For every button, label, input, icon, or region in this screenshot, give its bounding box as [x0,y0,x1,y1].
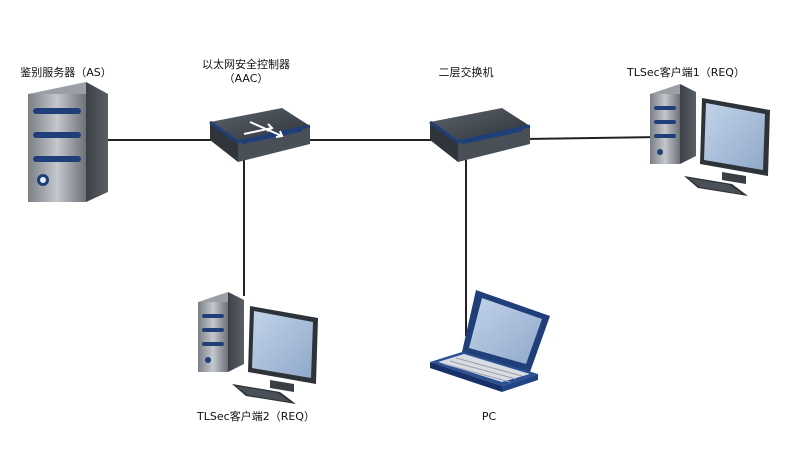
as-server-label: 鉴别服务器（AS） [20,66,112,79]
server-icon[interactable] [28,82,108,202]
ethernet-switch-icon[interactable] [209,108,311,162]
desktop-computer-icon[interactable] [650,84,770,196]
desktop-computer-icon[interactable] [198,292,318,404]
link-switch-client1 [524,136,661,140]
aac-controller-label: 以太网安全控制器 [202,58,290,71]
ethernet-switch-icon[interactable] [429,108,531,162]
connection-lines [108,136,661,336]
l2-switch-label: 二层交换机 [438,66,494,79]
aac-controller-sublabel: （AAC） [223,72,269,85]
client1-label: TLSec客户端1（REQ） [627,66,745,79]
laptop-icon[interactable] [430,290,550,392]
client2-label: TLSec客户端2（REQ） [197,410,315,423]
pc-label: PC [481,410,497,423]
